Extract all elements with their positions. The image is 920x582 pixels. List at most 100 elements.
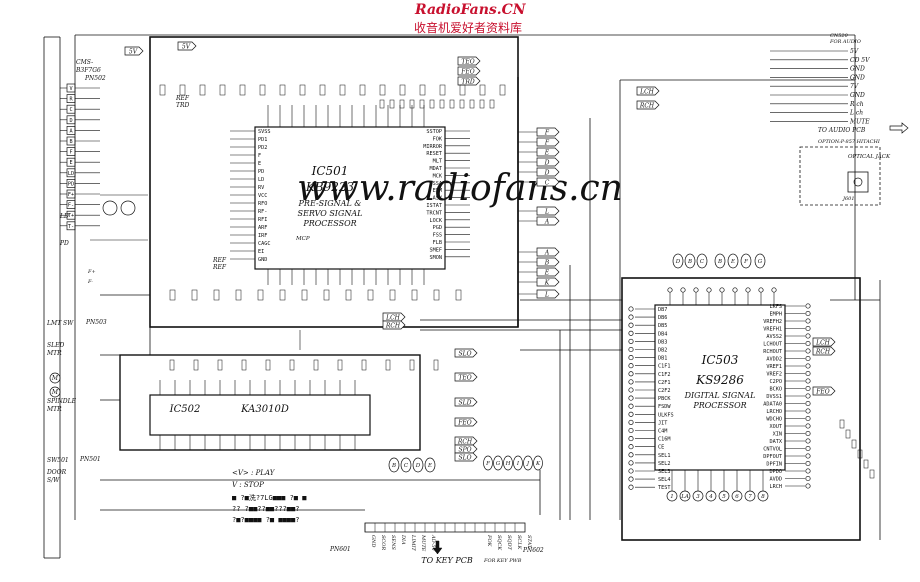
component-r <box>439 84 446 96</box>
ic503-bot-pin-5: 5 <box>722 494 726 500</box>
tag-5v-a-text: 5V <box>129 48 138 55</box>
component-c <box>449 99 455 109</box>
ic501-left-pin-LD: LD <box>258 177 264 183</box>
conn-left-pin-V: V <box>69 86 72 92</box>
letter-box-L <box>536 206 560 216</box>
label-pn501: PN501 <box>79 456 101 463</box>
ic503-pin-dot <box>805 303 811 309</box>
conn-left-pin-E: E <box>69 160 72 166</box>
ic503-left-pin-CE: CE <box>658 445 664 451</box>
ic503-part: KS9286 <box>695 373 744 387</box>
cn520-pin-5V: 5V <box>850 48 859 55</box>
tag-teo-a-text: TEO <box>458 374 471 381</box>
ic503-bot-pin-3: 3 <box>696 494 700 500</box>
ic503-top-dot <box>758 287 764 293</box>
component-r3 <box>409 359 415 371</box>
ic503-left-pin-DB2: DB2 <box>658 348 667 354</box>
component-c <box>379 99 385 109</box>
label-sled: SLED <box>47 342 64 349</box>
component-r <box>419 84 426 96</box>
ic503-left-pin-SEL4: SEL4 <box>658 477 671 483</box>
watermark-center: www.radiofans.cn <box>297 168 623 209</box>
top-letter-F: F <box>743 259 748 265</box>
conn-left-pin-LD: LD <box>68 171 74 177</box>
letter-box-B-text: B <box>544 260 550 267</box>
ic501-left-pin-RV: RV <box>258 185 264 191</box>
ic503-left-pin-DB4: DB4 <box>658 331 667 337</box>
ic503-left-pin-DB6: DB6 <box>658 315 667 321</box>
top-letter-B: B <box>717 259 722 265</box>
letter-box-A-text: A <box>544 250 550 257</box>
tag-feo-a-text: FEO <box>457 419 472 426</box>
ic503-pin-dot <box>805 408 811 414</box>
ic503-pin-dot <box>628 314 634 320</box>
cn520-sublabel: FOR AUDIO <box>829 39 861 45</box>
component-right <box>857 449 863 459</box>
top-letter-E: E <box>730 259 735 265</box>
ic503-left-pin-C2F1: C2F1 <box>658 380 671 386</box>
component-c <box>399 99 405 109</box>
component-r3 <box>289 359 295 371</box>
tag-spo-a-text: SPO <box>458 446 471 453</box>
ic503-pin-dot <box>805 348 811 354</box>
legend-line3: ■ ?■洗?7LG■■■ ?■ ■ <box>232 493 307 502</box>
bottom-letter-bubble <box>424 457 436 473</box>
pn601-pin-DIA: DIA <box>400 534 406 545</box>
legend-stop: V : STOP <box>232 481 264 489</box>
tag-rch-a-text: RCH <box>639 102 655 109</box>
ic503-right-pin-VREFH2: VREFH2 <box>763 319 782 325</box>
cn520-pin-7V: 7V <box>850 83 859 90</box>
letter-box-E <box>536 147 560 157</box>
label-lmt-sw: LMT SW <box>46 320 74 327</box>
letter-box-L-text: L <box>544 209 549 216</box>
ic503-pin-dot <box>805 370 811 377</box>
bottom-letter-K: K <box>535 461 541 467</box>
component-r2 <box>345 289 352 301</box>
cn520-pin-R ch: R ch <box>849 101 864 108</box>
ic503-right-pin-DPFOUT: DPFOUT <box>763 454 782 460</box>
tag-trd-top <box>457 76 481 86</box>
component-r2 <box>301 289 308 301</box>
component-right <box>845 429 851 439</box>
top-letter-G: G <box>758 259 763 265</box>
ic503-right-pin-LCHOUT: LCHOUT <box>763 342 782 348</box>
ic503-right-pin-EMPH: EMPH <box>770 312 783 318</box>
ic503-desc1: DIGITAL SIGNAL <box>684 391 756 400</box>
bottom-letter-bubble <box>523 455 533 471</box>
ic503-left-pin-JIT: JIT <box>658 420 667 426</box>
pn601-pin-GND: GND <box>370 535 376 547</box>
ic503-pin-dot <box>628 444 634 450</box>
component-r2 <box>389 289 396 301</box>
tag-rch-c-text: RCH <box>385 322 401 329</box>
ic503-left-pin-DB5: DB5 <box>658 323 667 329</box>
label-ld: LD <box>59 213 69 220</box>
ic503-pin-dot <box>628 411 634 417</box>
ic501-left-pin-RFO: RFO <box>258 201 267 207</box>
ic501-left-pin-F: F <box>258 153 261 159</box>
letter-box-B <box>536 257 560 267</box>
ic501-right-pin-VSSA: VSSA <box>430 181 443 187</box>
conn-left-label2: B3F7G6 <box>75 67 101 74</box>
tag-slo-b-text: SLO <box>458 454 471 461</box>
tag-lch-b <box>382 312 406 322</box>
ic503-bot-pin-8: 8 <box>761 494 765 500</box>
ic503-bot-pin-bubble <box>757 490 769 502</box>
arrow-down-key <box>432 540 443 555</box>
component-r2 <box>323 289 330 301</box>
component-r2 <box>279 289 286 301</box>
tag-slo-a <box>454 348 478 358</box>
ic501-left-pin-ARF: ARF <box>258 225 267 231</box>
ic503-pin-dot <box>805 460 811 467</box>
legend-line5: ?■?■■■■ ?■ ■■■■? <box>232 516 299 524</box>
letter-box-L-text: L <box>544 292 549 299</box>
ic503-pin-dot <box>805 355 811 362</box>
ic503-left-pin-C1F1: C1F1 <box>658 364 671 370</box>
pn601-pin-MUTE: MUTE <box>420 534 426 552</box>
ic503-outline <box>621 277 861 541</box>
label-door: DOOR <box>46 469 67 476</box>
ic503-chip <box>654 304 786 471</box>
bottom-letter-bubble <box>503 455 513 471</box>
ic503-pin-dot <box>805 423 811 429</box>
tag-rch-a <box>636 100 660 110</box>
letter-box-F-text: F <box>544 130 550 137</box>
